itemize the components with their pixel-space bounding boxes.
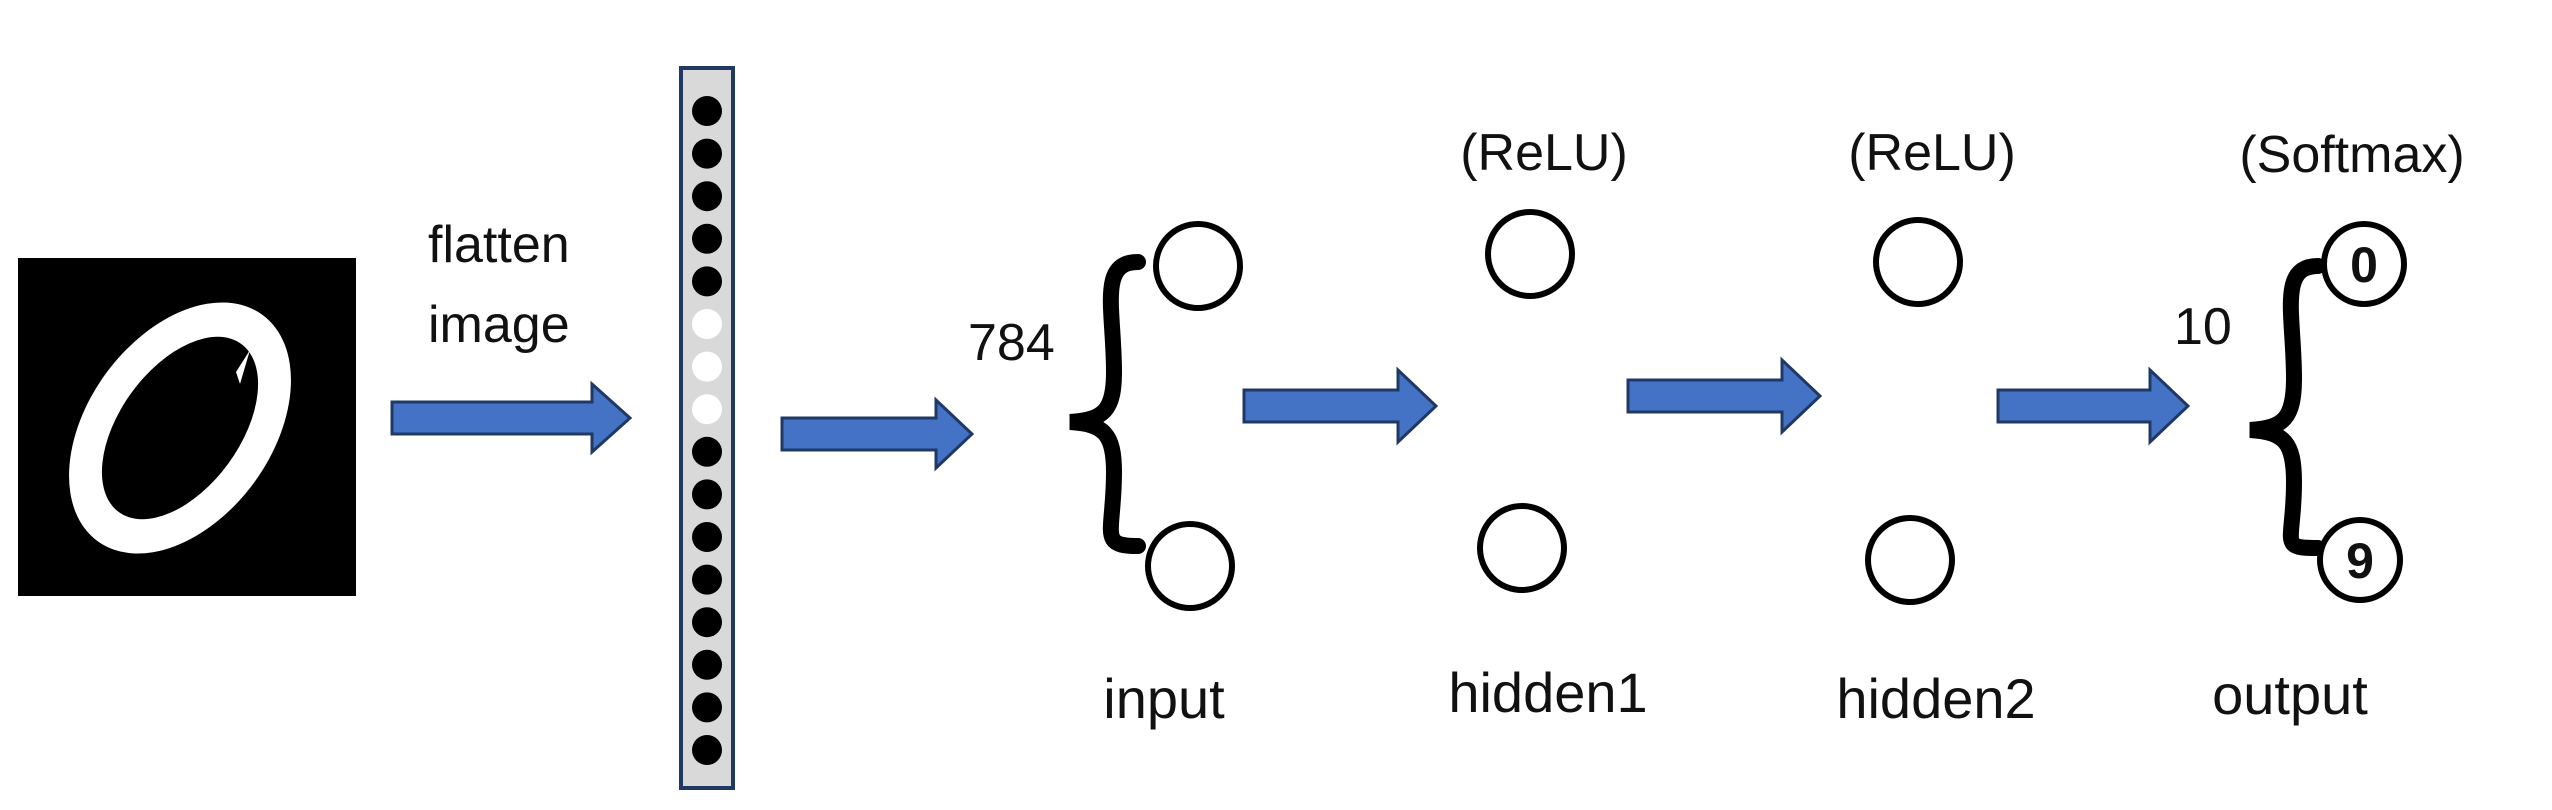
output-brace <box>2249 258 2326 556</box>
output-node-bottom-label: 9 <box>2346 533 2374 589</box>
input-to-hidden1-arrow <box>1242 366 1439 446</box>
output-activation-label: (Softmax) <box>2239 126 2464 184</box>
flattened-vector <box>679 66 735 790</box>
vector-dot <box>692 309 722 339</box>
vector-dot <box>692 522 722 552</box>
vector-dot <box>692 436 722 467</box>
input-layer-label: input <box>1103 667 1225 730</box>
hidden2-node-top <box>1873 217 1963 307</box>
flatten-label-line2: image <box>428 296 570 354</box>
hidden2-to-output-arrow <box>1996 366 2191 446</box>
output-node-top-label: 0 <box>2350 237 2378 293</box>
vector-dot <box>692 649 722 680</box>
flatten-label-line1: flatten <box>428 216 570 274</box>
output-count-label: 10 <box>2174 298 2232 356</box>
hidden2-activation-label: (ReLU) <box>1848 124 2016 182</box>
vector-dots <box>692 96 722 765</box>
input-brace <box>1069 254 1146 554</box>
hidden2-node-bottom <box>1865 515 1955 605</box>
hidden1-node-bottom <box>1477 503 1567 593</box>
input-node-bottom <box>1145 521 1235 611</box>
output-node-top <box>2321 221 2407 307</box>
vector-dot <box>692 266 722 297</box>
output-node-bottom <box>2317 517 2403 603</box>
vector-dot <box>692 735 722 765</box>
vector-dot <box>692 96 722 126</box>
vector-dot <box>692 351 722 382</box>
hidden1-layer-label: hidden1 <box>1448 661 1647 724</box>
hidden2-layer-label: hidden2 <box>1836 667 2035 730</box>
input-count-label: 784 <box>968 314 1055 372</box>
vector-dot <box>692 394 722 425</box>
vector-dot <box>692 479 722 510</box>
vector-dot <box>692 607 722 638</box>
hidden1-node-top <box>1485 209 1575 299</box>
vector-to-input-arrow <box>780 396 975 472</box>
vector-dot <box>692 564 722 595</box>
output-layer-label: output <box>2212 663 2368 726</box>
flatten-arrow <box>390 380 633 456</box>
input-node-top <box>1153 221 1243 311</box>
vector-dot <box>692 692 722 723</box>
hidden1-activation-label: (ReLU) <box>1460 124 1628 182</box>
digit-image <box>18 258 356 596</box>
vector-dot <box>692 138 722 169</box>
vector-dot <box>692 181 722 212</box>
vector-dot <box>692 223 722 254</box>
hidden1-to-hidden2-arrow <box>1626 356 1823 436</box>
